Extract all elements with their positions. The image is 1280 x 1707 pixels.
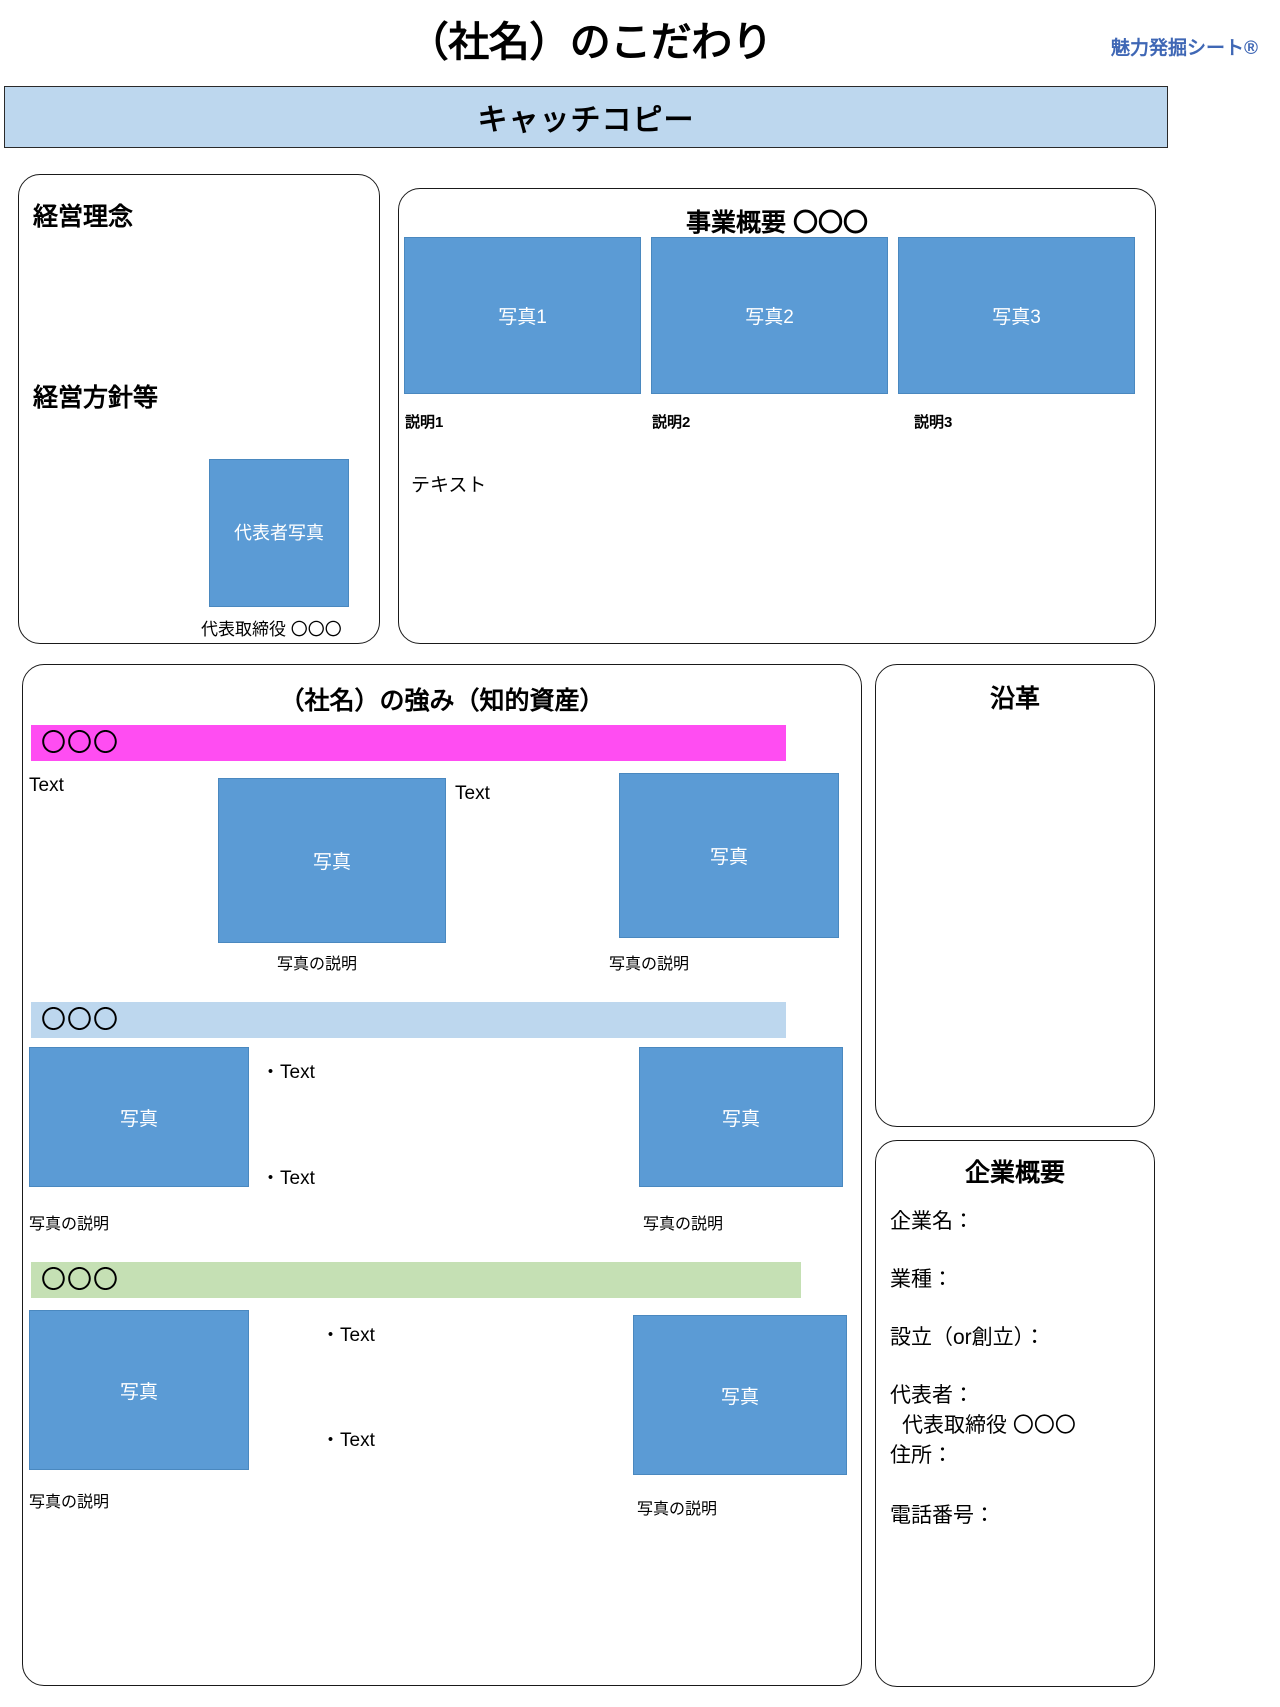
catch-copy-field[interactable]: キャッチコピー (4, 86, 1168, 148)
business-overview-heading: 事業概要 〇〇〇 (686, 209, 868, 237)
strength-band-1-label: 〇〇〇 (41, 728, 120, 757)
philosophy-heading: 経営理念 (33, 203, 134, 231)
management-policy-heading: 経営方針等 (33, 384, 159, 412)
strength-2-photo-b[interactable]: 写真 (639, 1047, 843, 1187)
brand-label: 魅力発掘シート® (1111, 38, 1258, 59)
strengths-panel: （社名）の強み（知的資産） 〇〇〇 Text Text 写真 写真 写真の説明 … (22, 664, 862, 1686)
business-photo-2-caption: 説明2 (652, 414, 691, 431)
strength-band-2-label: 〇〇〇 (41, 1005, 120, 1034)
business-photo-2-label: 写真2 (745, 307, 794, 328)
representative-caption: 代表取締役 〇〇〇 (201, 620, 342, 639)
strength-3-bullet-2[interactable]: ・Text (321, 1430, 375, 1451)
strength-1-text-left[interactable]: Text (29, 775, 64, 796)
business-photo-3[interactable]: 写真3 (898, 237, 1135, 394)
company-field-address[interactable]: 住所： (890, 1444, 953, 1467)
business-photo-1-label: 写真1 (498, 307, 547, 328)
strength-2-caption-b: 写真の説明 (643, 1216, 724, 1233)
strength-1-photo-a[interactable]: 写真 (218, 778, 446, 943)
strength-1-photo-b[interactable]: 写真 (619, 773, 839, 938)
strength-3-photo-a[interactable]: 写真 (29, 1310, 249, 1470)
company-field-industry[interactable]: 業種： (890, 1268, 953, 1291)
strength-3-caption-a: 写真の説明 (29, 1494, 110, 1511)
business-photo-1-caption: 説明1 (405, 414, 444, 431)
company-field-representative[interactable]: 代表者： (890, 1384, 974, 1407)
strength-band-3-label: 〇〇〇 (41, 1265, 120, 1294)
strength-3-caption-b: 写真の説明 (637, 1501, 718, 1518)
strength-1-caption-a: 写真の説明 (277, 956, 358, 973)
catch-copy-label: キャッチコピー (477, 104, 695, 137)
history-heading: 沿革 (989, 685, 1040, 713)
page-header: （社名）のこだわり 魅力発掘シート® (0, 0, 1280, 78)
company-field-founded[interactable]: 設立（or創立）： (890, 1326, 1046, 1349)
strength-2-bullet-2[interactable]: ・Text (261, 1168, 315, 1189)
strength-2-bullet-1[interactable]: ・Text (261, 1062, 315, 1083)
strength-band-1[interactable]: 〇〇〇 (31, 725, 786, 761)
company-profile-panel: 企業概要 企業名： 業種： 設立（or創立）： 代表者： 代表取締役 〇〇〇 住… (875, 1140, 1155, 1687)
strengths-heading: （社名）の強み（知的資産） (279, 687, 605, 715)
representative-photo-label: 代表者写真 (234, 523, 324, 543)
business-body-text[interactable]: テキスト (411, 475, 487, 496)
business-photo-3-label: 写真3 (992, 307, 1041, 328)
strength-band-3[interactable]: 〇〇〇 (31, 1262, 801, 1298)
history-panel: 沿革 (875, 664, 1155, 1127)
business-overview-panel: 事業概要 〇〇〇 写真1 写真2 写真3 説明1 説明2 説明3 テキスト (398, 188, 1156, 644)
philosophy-panel: 経営理念 経営方針等 代表者写真 代表取締役 〇〇〇 (18, 174, 380, 644)
strength-3-photo-a-label: 写真 (119, 1381, 158, 1403)
strength-3-bullet-1[interactable]: ・Text (321, 1325, 375, 1346)
strength-2-photo-b-label: 写真 (721, 1108, 760, 1130)
strength-1-text-right[interactable]: Text (455, 783, 490, 804)
strength-1-caption-b: 写真の説明 (609, 956, 690, 973)
page-title: （社名）のこだわり (407, 19, 773, 65)
strength-3-photo-b-label: 写真 (720, 1386, 759, 1408)
strength-2-caption-a: 写真の説明 (29, 1216, 110, 1233)
strength-1-photo-a-label: 写真 (312, 852, 351, 873)
business-photo-2[interactable]: 写真2 (651, 237, 888, 394)
strength-1-photo-b-label: 写真 (709, 847, 748, 868)
strength-band-2[interactable]: 〇〇〇 (31, 1002, 786, 1038)
company-field-representative-value[interactable]: 代表取締役 〇〇〇 (902, 1414, 1076, 1437)
company-field-phone[interactable]: 電話番号： (890, 1504, 995, 1527)
strength-2-photo-a-label: 写真 (119, 1108, 158, 1130)
company-field-name[interactable]: 企業名： (890, 1210, 974, 1233)
strength-2-photo-a[interactable]: 写真 (29, 1047, 249, 1187)
business-photo-3-caption: 説明3 (914, 414, 953, 431)
strength-3-photo-b[interactable]: 写真 (633, 1315, 847, 1475)
representative-photo-placeholder[interactable]: 代表者写真 (209, 459, 349, 607)
company-profile-heading: 企業概要 (964, 1159, 1065, 1187)
business-photo-1[interactable]: 写真1 (404, 237, 641, 394)
